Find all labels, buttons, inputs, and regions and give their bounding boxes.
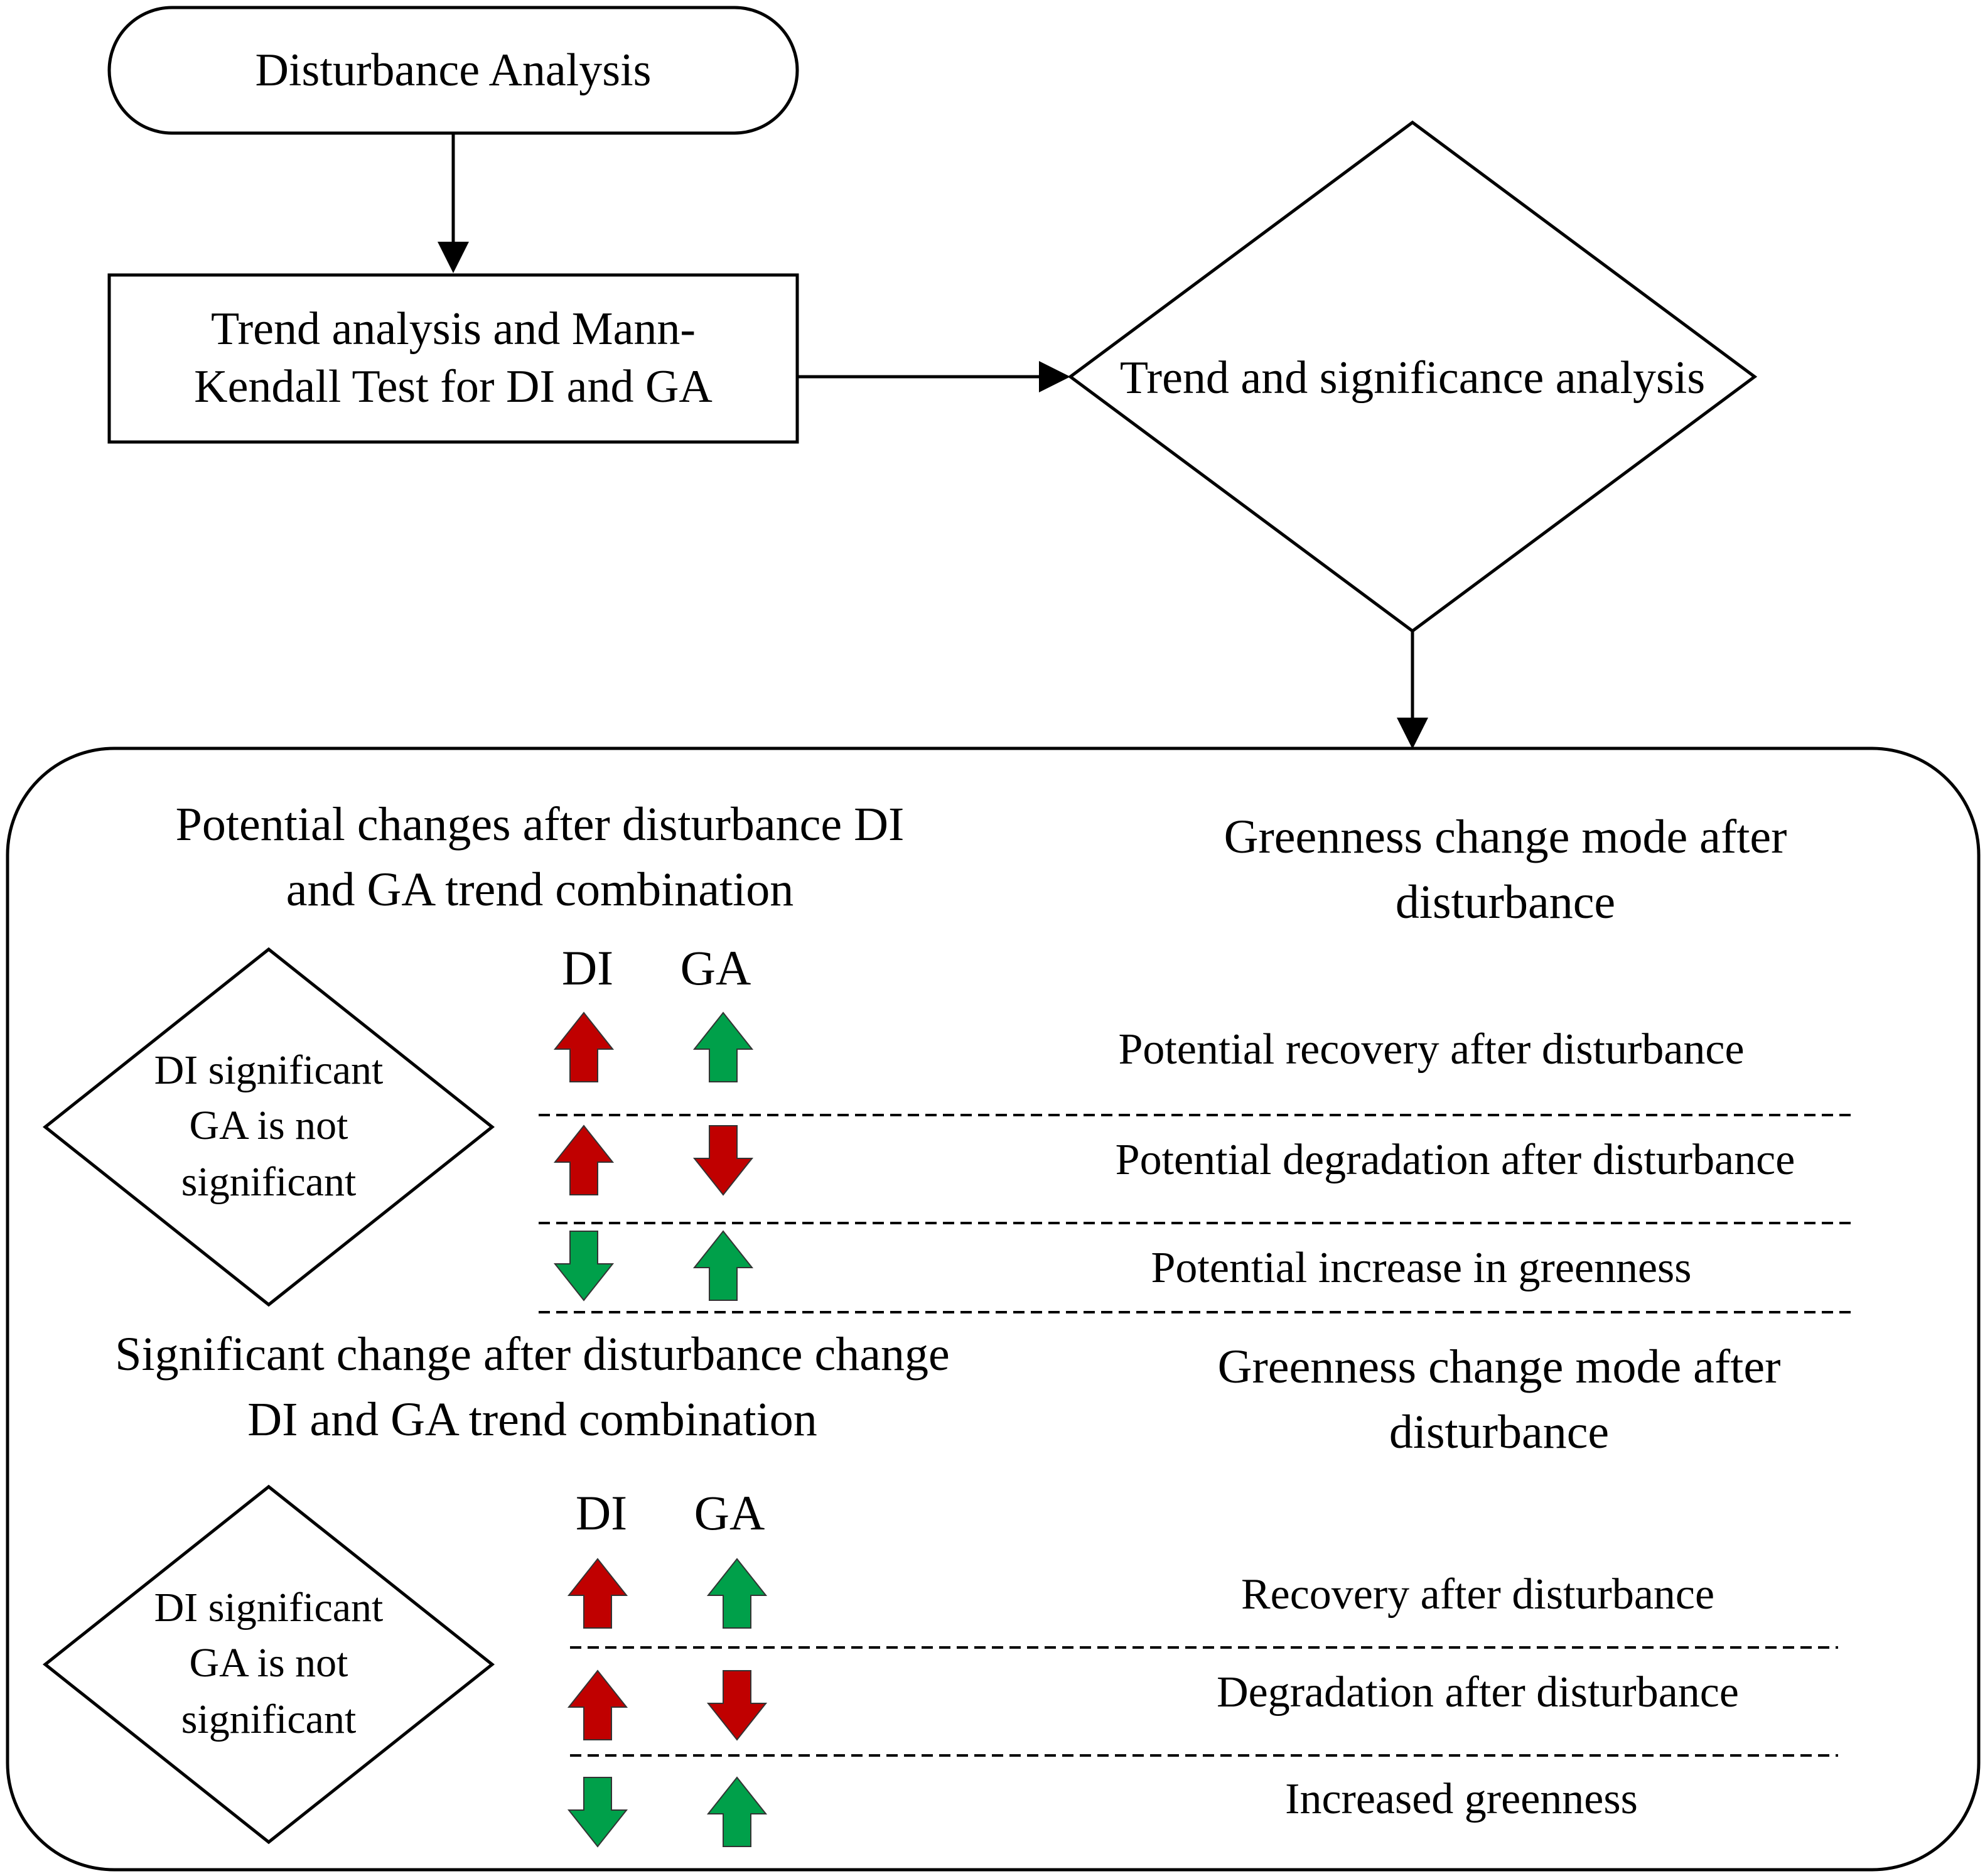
decision-node-label: Trend and significance analysis (1120, 352, 1705, 404)
decision-node: Trend and significance analysis (1067, 120, 1758, 633)
section2-header-left-line1: Significant change after disturbance cha… (115, 1328, 949, 1381)
section2-row3-label: Increased greenness (1285, 1775, 1638, 1823)
start-node: Disturbance Analysis (107, 6, 799, 135)
process-node-line2: Kendall Test for DI and GA (194, 361, 713, 412)
section1-diamond-line2: GA is not (189, 1102, 348, 1148)
section1-header-left-line2: and GA trend combination (286, 863, 793, 916)
section1-header-right-line1: Greenness change mode after (1224, 811, 1787, 863)
section2-row3-di-down-arrow-icon (567, 1777, 628, 1848)
section2-row1-ga-up-arrow-icon (706, 1558, 768, 1629)
section1-row2-ga-down-arrow-icon (692, 1125, 754, 1196)
section2-trend-arrows (567, 1558, 768, 1848)
section1-row3-label: Potential increase in greenness (1151, 1244, 1691, 1292)
section2-row1-label: Recovery after disturbance (1241, 1570, 1714, 1619)
section1-row1-label: Potential recovery after disturbance (1118, 1025, 1744, 1074)
section2-row3-ga-up-arrow-icon (706, 1776, 768, 1847)
section1-row1-ga-up-arrow-icon (692, 1011, 754, 1082)
section1-trend-arrows (553, 1011, 754, 1302)
section1-row2-label: Potential degradation after disturbance (1116, 1136, 1795, 1184)
results-container (6, 747, 1981, 1872)
section2-header-left-line2: DI and GA trend combination (247, 1393, 817, 1446)
section1-row1-di-up-arrow-icon (553, 1011, 615, 1082)
section1-header-right-line2: disturbance (1396, 876, 1615, 929)
section2-col-ga: GA (694, 1485, 765, 1540)
section2-row1-di-up-arrow-icon (567, 1558, 628, 1629)
section1-header-left-line1: Potential changes after disturbance DI (176, 798, 905, 851)
section1-col-di: DI (562, 941, 613, 995)
section1-diamond-line3: significant (181, 1159, 357, 1205)
section1-diamond (42, 947, 495, 1307)
section1-row2-di-up-arrow-icon (553, 1124, 615, 1195)
section-potential-changes: Potential changes after disturbance DI a… (42, 798, 1853, 1313)
process-node-line1: Trend analysis and Mann- (211, 303, 696, 355)
section2-header-right-line1: Greenness change mode after (1218, 1340, 1781, 1393)
section-significant-changes: Significant change after disturbance cha… (42, 1328, 1838, 1848)
section2-header-right-line2: disturbance (1389, 1406, 1609, 1458)
section2-row2-di-up-arrow-icon (567, 1669, 628, 1740)
section2-diamond (42, 1484, 495, 1845)
section2-col-di: DI (576, 1485, 627, 1540)
section2-row2-ga-down-arrow-icon (706, 1670, 768, 1741)
section2-row2-label: Degradation after disturbance (1217, 1668, 1739, 1717)
section1-row3-di-down-arrow-icon (553, 1231, 615, 1302)
section2-diamond-line3: significant (181, 1696, 357, 1742)
start-node-label: Disturbance Analysis (256, 45, 652, 96)
section2-diamond-line2: GA is not (189, 1640, 348, 1686)
section1-col-ga: GA (680, 941, 751, 995)
section1-diamond-line1: DI significant (154, 1047, 384, 1093)
section2-diamond-line1: DI significant (154, 1585, 384, 1631)
section1-row3-ga-up-arrow-icon (692, 1230, 754, 1301)
process-node: Trend analysis and Mann- Kendall Test fo… (107, 273, 799, 444)
